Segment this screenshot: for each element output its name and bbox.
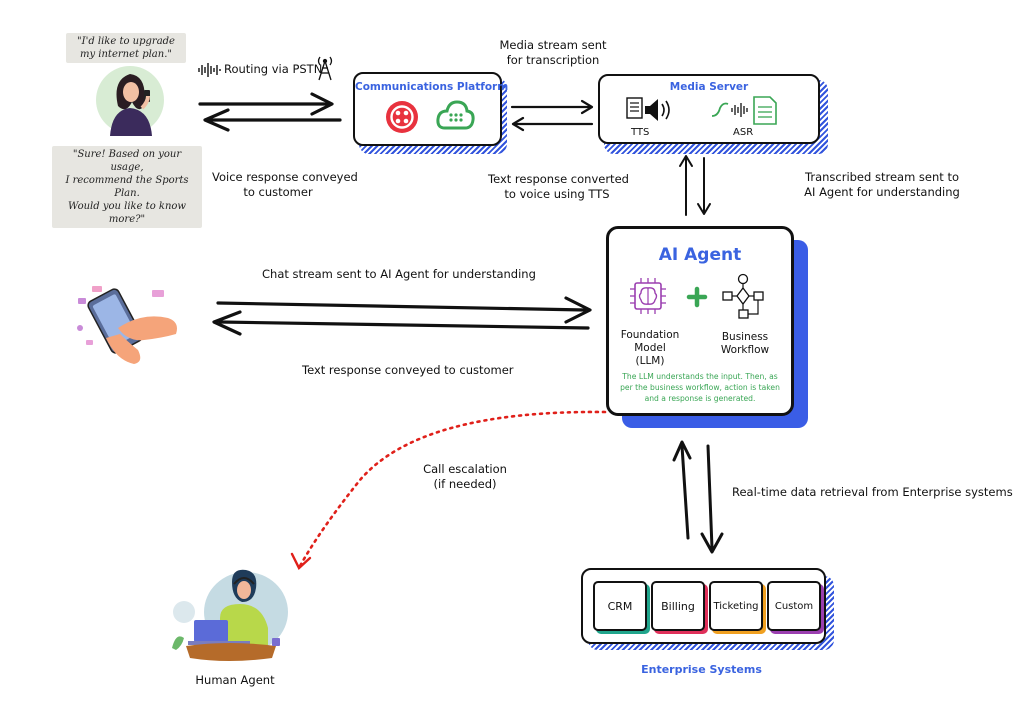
human-agent-label: Human Agent [195,673,275,687]
enterprise-box: CRM Billing Ticketing Custom [581,568,826,644]
brain-chip-icon [629,277,667,315]
asr-icon [710,94,780,126]
billing-system: Billing [651,581,705,631]
comm-platform-box: Communications Platform [353,72,509,146]
antenna-tower-icon [315,55,335,81]
asr-label: ASR [733,127,754,138]
comm-platform-title: Communications Platform [355,81,509,93]
crm-system: CRM [593,581,647,631]
plus-icon [686,286,708,308]
text-response-label: Text response conveyed to customer [302,363,514,377]
media-server-title: Media Server [669,81,749,93]
cloud-phone-icon [435,98,475,134]
workflow-icon [721,273,765,319]
realtime-retrieval-label: Real-time data retrieval from Enterprise… [732,485,1013,499]
tts-label: TTS [631,127,650,138]
tts-speaker-icon [625,95,677,125]
media-server-box: Media Server TTS ASR [598,74,820,144]
agent-reply-quote: "Sure! Based on your usage, I recommend … [52,146,202,228]
ticketing-system: Ticketing [709,581,763,631]
customer-phone-illustration [92,62,172,136]
ai-agent-title: AI Agent [658,245,742,265]
routing-label: Routing via PSTN [224,62,323,76]
human-agent-illustration [168,568,294,666]
escalation-label: Call escalation(if needed) [423,462,507,491]
ai-agent-box: AI Agent [606,226,794,416]
custom-system: Custom [767,581,821,631]
sound-wave-icon [197,62,221,78]
chat-stream-label: Chat stream sent to AI Agent for underst… [262,267,536,281]
mobile-chat-illustration [72,278,184,368]
enterprise-title: Enterprise Systems [641,663,762,676]
twilio-icon [385,100,419,134]
customer-request-quote: "I'd like to upgrade my internet plan." [66,33,186,63]
